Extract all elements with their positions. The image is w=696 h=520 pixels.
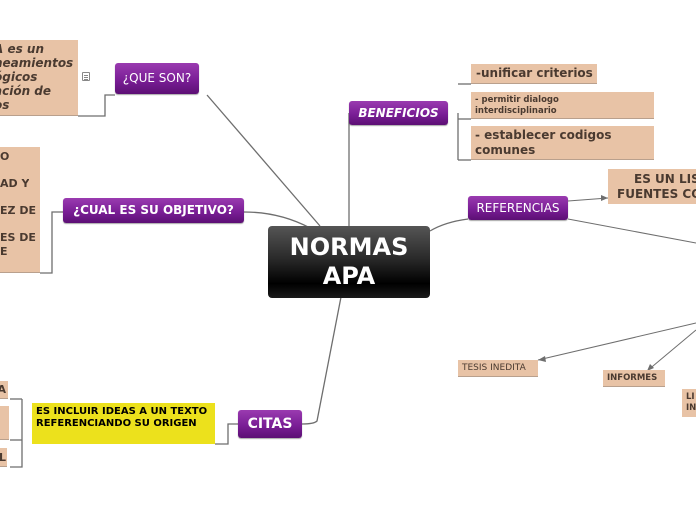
referencias-type-tesis-label: TESIS INEDITA: [462, 363, 526, 373]
topic-beneficios[interactable]: BENEFICIOS: [349, 101, 448, 125]
topic-que-son-label: ¿QUE SON?: [122, 71, 192, 85]
que-son-detail-line: ación de: [0, 84, 52, 98]
link-queson-detail: [78, 94, 115, 117]
link-to-informes: [646, 329, 696, 372]
objetivo-detail-line: O: [0, 150, 10, 163]
topic-beneficios-label: BENEFICIOS: [358, 106, 439, 120]
citas-sub-1-label: A: [0, 383, 6, 396]
objetivo-detail[interactable]: O AD Y EZ DE ES DE E: [0, 147, 40, 273]
objetivo-detail-line: AD Y: [0, 177, 30, 190]
topic-referencias-label: REFERENCIAS: [476, 201, 560, 215]
topic-objetivo[interactable]: ¿CUAL ES SU OBJETIVO?: [63, 198, 244, 223]
beneficios-item-2-line-2: interdisciplinario: [475, 105, 557, 116]
link-referencias-right: [567, 218, 696, 244]
referencias-type-partial-line-1: LI: [686, 392, 695, 402]
link-central-queson: [206, 94, 321, 227]
referencias-type-informes[interactable]: INFORMES: [603, 370, 665, 387]
que-son-detail-line: os: [0, 98, 10, 112]
citas-sub-3[interactable]: L: [0, 448, 7, 467]
referencias-detail-line-1: ES UN LIS: [634, 172, 696, 186]
referencias-detail[interactable]: ES UN LIS FUENTES CO: [608, 169, 696, 204]
que-son-detail-line: A es un: [0, 42, 45, 56]
referencias-type-partial-line-2: IN: [686, 403, 696, 413]
central-topic[interactable]: NORMAS APA: [268, 226, 430, 298]
que-son-detail-line: neamientos: [0, 56, 74, 70]
link-central-referencias: [429, 218, 469, 232]
topic-citas[interactable]: CITAS: [238, 410, 302, 438]
citas-sub-3-label: L: [0, 451, 6, 464]
topic-citas-label: CITAS: [247, 416, 293, 432]
beneficios-item-2-line-1: - permitir dialogo: [475, 95, 559, 105]
arrowhead-informes: [647, 364, 654, 371]
objetivo-detail-line: EZ DE: [0, 204, 36, 217]
link-citas-bracket: [10, 399, 23, 468]
citas-definition-text: ES INCLUIR IDEAS A UN TEXTO REFERENCIAND…: [36, 406, 208, 429]
link-central-citas: [301, 296, 342, 425]
objetivo-detail-line: ES DE: [0, 231, 36, 244]
referencias-detail-line-2: FUENTES CO: [617, 187, 696, 201]
beneficios-item-3-line-1: - establecer codigos: [475, 128, 612, 142]
link-central-objetivo: [243, 211, 311, 229]
referencias-type-tesis[interactable]: TESIS INEDITA: [458, 360, 538, 377]
objetivo-detail-line: E: [0, 245, 8, 258]
topic-que-son[interactable]: ¿QUE SON?: [115, 63, 199, 94]
topic-referencias[interactable]: REFERENCIAS: [468, 196, 568, 220]
topic-objetivo-label: ¿CUAL ES SU OBJETIVO?: [73, 203, 234, 217]
citas-definition[interactable]: ES INCLUIR IDEAS A UN TEXTO REFERENCIAND…: [32, 403, 215, 444]
central-topic-line-2: APA: [322, 262, 376, 290]
link-objetivo-detail: [40, 211, 63, 274]
citas-sub-1[interactable]: A: [0, 381, 8, 399]
arrowhead-tesis: [538, 356, 546, 362]
beneficios-item-3[interactable]: - establecer codigos comunes: [471, 126, 654, 160]
central-topic-line-1: NORMAS: [289, 233, 409, 261]
beneficios-item-3-line-2: comunes: [475, 143, 536, 157]
link-citas-definition: [215, 423, 238, 445]
beneficios-item-1[interactable]: -unificar criterios: [471, 64, 597, 84]
referencias-type-informes-label: INFORMES: [607, 373, 658, 383]
beneficios-item-2[interactable]: - permitir dialogo interdisciplinario: [471, 92, 654, 119]
que-son-detail-line: ógicos: [0, 70, 38, 84]
link-to-tesis: [537, 322, 696, 361]
referencias-type-partial[interactable]: LI IN: [682, 389, 696, 417]
arrowhead-referencias-detail: [601, 195, 608, 201]
beneficios-item-1-text: -unificar criterios: [476, 66, 593, 80]
note-icon[interactable]: [82, 72, 90, 81]
citas-sub-2[interactable]: [0, 406, 9, 440]
que-son-detail[interactable]: A es un neamientos ógicos ación de os: [0, 40, 78, 116]
